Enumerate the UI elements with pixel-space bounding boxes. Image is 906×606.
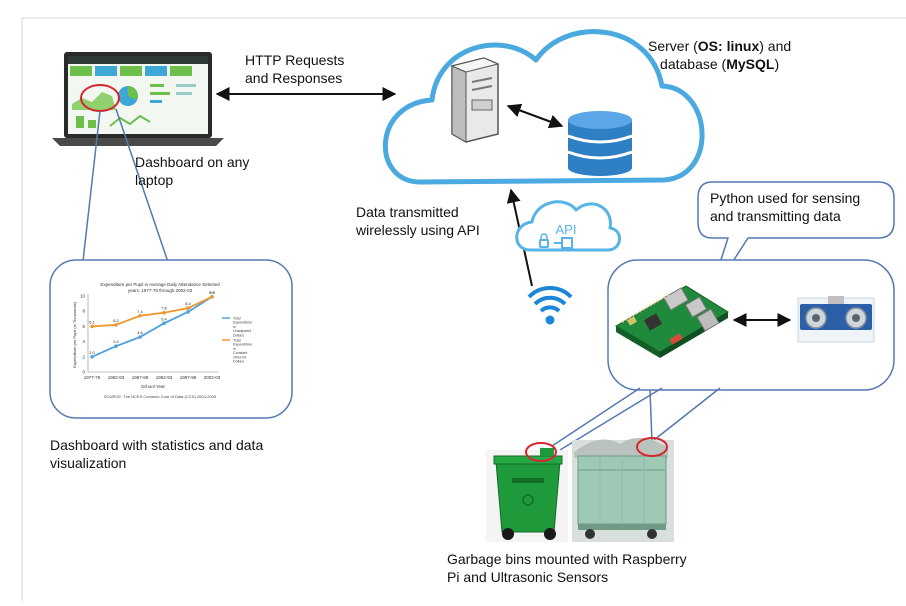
laptop-label-line-2: laptop: [135, 172, 174, 188]
legend-entry-text: Unadjusted: [233, 329, 251, 333]
embedded-line-chart: Expenditure per Pupil in Average Daily A…: [72, 282, 252, 399]
bins-label-line-2: Pi and Ultrasonic Sensors: [447, 569, 609, 585]
server-label-suffix: ) and: [759, 38, 792, 54]
server-label-prefix: Server (: [648, 38, 698, 54]
series-line: [91, 295, 213, 328]
data-label: 7.8: [161, 306, 167, 311]
legend-entry-text: Total: [233, 317, 241, 321]
server-label-line-2: database (MySQL): [648, 55, 791, 73]
data-point: [186, 306, 190, 310]
dashboard-stats-label-line-2: visualization: [50, 455, 127, 471]
data-label: 9.9: [209, 290, 215, 295]
x-tick-label: 1992-93: [156, 375, 173, 380]
database-icon: [567, 111, 633, 176]
data-point: [90, 324, 94, 329]
chart-title-line-2: years, 1977-78 through 2002-03: [128, 288, 193, 293]
bins-label-line-1: Garbage bins mounted with Raspberry: [447, 551, 687, 567]
series-line: [91, 295, 213, 358]
x-tick-label: 2002-03: [204, 375, 221, 380]
x-tick-label: 1982-83: [108, 375, 125, 380]
legend-entry-text: in: [233, 325, 236, 329]
http-label: HTTP Requests and Responses: [245, 51, 344, 87]
data-label: 9.9: [209, 290, 215, 295]
data-point: [186, 310, 190, 314]
bin-sensor-highlight-right: [636, 437, 668, 457]
legend-entry-text: Total: [233, 339, 241, 343]
python-label-line-2: and transmitting data: [710, 208, 841, 224]
chart-title-line-1: Expenditure per Pupil in Average Daily A…: [100, 282, 220, 287]
data-point: [210, 294, 214, 299]
data-label: 3.4: [113, 339, 119, 344]
server-label-line-1: Server (OS: linux) and: [648, 37, 791, 55]
python-label: Python used for sensing and transmitting…: [710, 189, 860, 225]
server-db-arrow: [506, 103, 564, 129]
http-label-line-1: HTTP Requests: [245, 52, 345, 68]
legend-entry-text: 2003-04: [233, 355, 246, 359]
wireless-label-line-2: wirelessly using API: [356, 222, 480, 238]
dashboard-callout: [49, 108, 293, 419]
raspberry-pi-board-icon: [615, 285, 729, 358]
y-tick-label: 6: [82, 324, 85, 329]
x-tick-label: 1987-88: [132, 375, 149, 380]
y-tick-label: 4: [82, 339, 85, 344]
wireless-label-line-1: Data transmitted: [356, 204, 459, 220]
y-tick-label: 2: [82, 354, 85, 359]
data-point: [138, 313, 142, 318]
data-point: [90, 355, 94, 359]
data-label: 6.1: [89, 319, 95, 324]
y-tick-label: 10: [80, 294, 86, 299]
server-label: Server (OS: linux) and database (MySQL): [648, 37, 791, 73]
legend-entry-text: in: [233, 347, 236, 351]
data-point: [114, 323, 118, 327]
wireless-label: Data transmitted wirelessly using API: [356, 203, 480, 239]
green-wheelie-bin-icon: [486, 448, 568, 542]
bin-sensor-highlight-left: [525, 442, 557, 462]
x-tick-label: 1977-78: [84, 375, 101, 380]
y-tick-label: 0: [82, 370, 85, 375]
chart-source-note: SOURCE: The NCES Common Core of Data (CC…: [104, 394, 217, 399]
cloud-server: [383, 29, 705, 185]
legend-entry-text: Constant: [233, 351, 247, 355]
api-cloud-icon: API: [515, 200, 621, 252]
data-label: 6.4: [161, 316, 167, 321]
dashboard-stats-label-line-1: Dashboard with statistics and data: [50, 437, 264, 453]
http-label-line-2: and Responses: [245, 70, 343, 86]
legend-entry-text: Dollars: [233, 360, 244, 364]
data-point: [162, 321, 166, 326]
laptop-icon: [52, 52, 224, 146]
chart-x-axis-label: School Year: [141, 384, 166, 389]
legend-entry-text: Expenditure: [233, 321, 252, 325]
ultrasonic-sensor-icon: [797, 296, 875, 343]
dashboard-stats-label: Dashboard with statistics and data visua…: [50, 436, 263, 472]
x-tick-label: 1997-98: [180, 375, 197, 380]
laptop-label-line-1: Dashboard on any: [135, 154, 250, 170]
data-label: 7.4: [137, 309, 143, 314]
server-tower-icon: [450, 57, 500, 143]
laptop-label: Dashboard on any laptop: [135, 153, 249, 189]
y-tick-label: 8: [82, 309, 85, 314]
api-badge-text: API: [556, 222, 577, 237]
bins-label: Garbage bins mounted with Raspberry Pi a…: [447, 550, 687, 586]
large-dumpster-icon: [572, 437, 674, 542]
wifi-icon: [527, 286, 573, 325]
server-os-name: OS: linux: [697, 38, 760, 54]
database-label-suffix: ): [774, 56, 780, 72]
chart-y-axis-label: Expenditure per Pupil (in Thousands): [72, 301, 77, 368]
data-label: 6.2: [113, 318, 119, 323]
legend-entry-text: Expenditure: [233, 343, 252, 347]
python-label-line-1: Python used for sensing: [710, 190, 861, 206]
data-label: 4.6: [137, 330, 143, 335]
data-point: [162, 310, 166, 315]
data-label: 2.0: [89, 350, 95, 355]
data-point: [114, 344, 118, 348]
legend-entry-text: Dollars: [233, 333, 244, 337]
hardware-callout: [551, 259, 895, 451]
database-label-prefix: database (: [660, 56, 727, 72]
data-label: 8.4: [185, 301, 191, 306]
data-point: [138, 335, 142, 339]
database-name: MySQL: [726, 56, 775, 72]
